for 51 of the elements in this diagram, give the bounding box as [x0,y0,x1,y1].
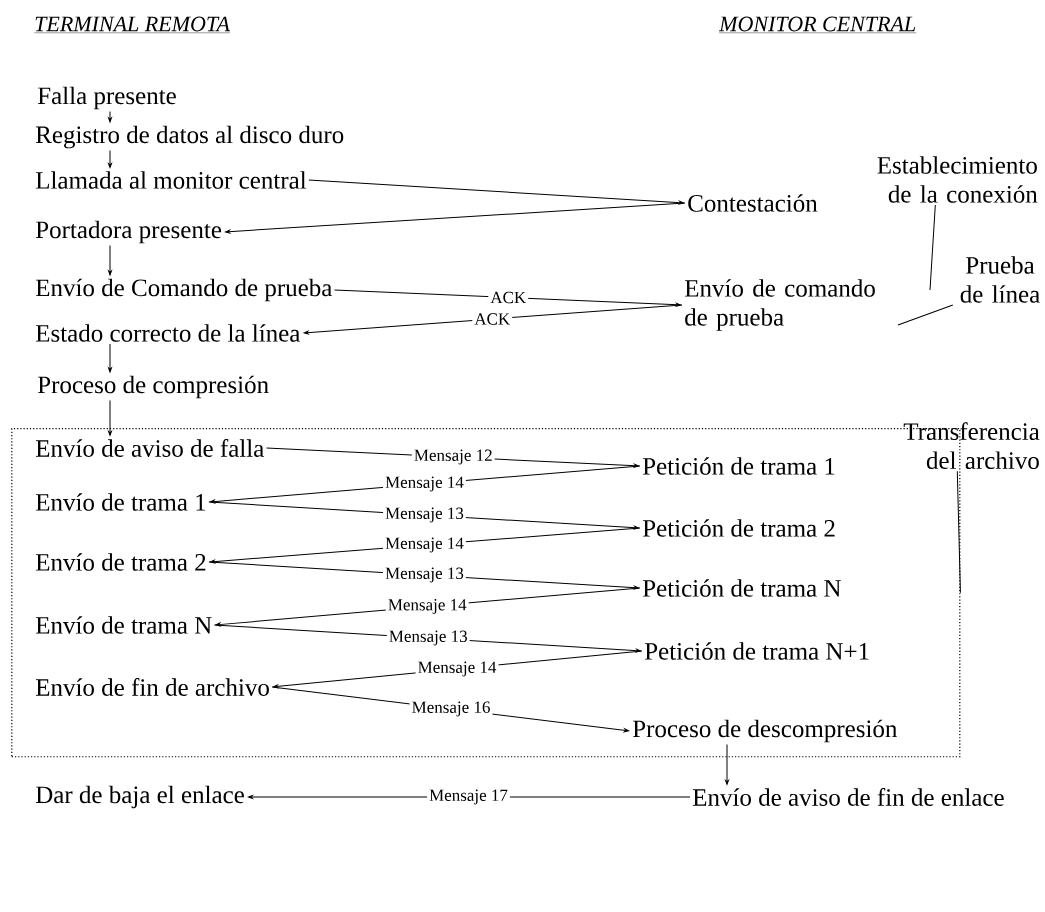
step-text: Envío de comando de prueba [684,279,875,331]
column-heading: TERMINAL REMOTA [34,16,231,33]
edge-label: Mensaje 13 [383,565,466,585]
step-text: Envío de aviso de falla [35,439,264,457]
arrow [108,343,112,373]
step-text: Falla presente [37,86,176,110]
step-text: Portadora presente [35,220,222,244]
arrow [108,400,112,436]
arrow [108,150,112,168]
note-text: Establecimiento de la conexión [877,156,1038,203]
edge-label: Mensaje 14 [415,659,499,679]
step-text: Dar de baja el enlace [35,785,244,809]
leader-line [929,204,936,291]
step-text: Petición de trama N [642,579,841,597]
arrow [308,179,684,205]
leader-line [956,470,961,594]
edge-label: Mensaje 14 [385,597,469,616]
step-text: Proceso de compresión [37,375,269,399]
edge-label: Mensaje 13 [383,505,466,525]
step-text: Petición de trama 1 [642,457,835,475]
arrow [725,744,729,785]
step-text: Envío de fin de archivo [35,678,269,696]
leader-line [897,304,954,326]
edge-label: Mensaje 14 [383,535,466,555]
step-text: Estado correcto de la línea [35,324,301,342]
arrow [303,304,683,335]
step-text: Llamada al monitor central [35,171,307,189]
edge-label: Mensaje 14 [383,474,466,494]
step-text: Envío de aviso de fin de enlace [692,788,1004,806]
step-text: Envío de trama 2 [35,553,206,571]
edge-label: Mensaje 17 [427,787,510,807]
step-text: Envío de trama 1 [35,493,206,511]
arrow [225,202,686,234]
edge-label: Mensaje 13 [386,628,470,648]
step-text: Petición de trama 2 [642,519,835,537]
step-text: Contestación [688,194,818,212]
step-text: Petición de trama N+1 [644,642,869,660]
edge-label: Mensaje 12 [411,447,495,467]
note-text: Transferencia del archivo [903,422,1040,470]
step-text: Envío de Comando de prueba [35,278,333,302]
edge-label: ACK [488,289,529,306]
arrow [334,289,681,307]
arrow [108,111,112,123]
step-text: Envío de trama N [35,616,212,634]
note-text: Prueba de línea [960,256,1040,303]
arrow [108,245,112,276]
step-text: Registro de datos al disco duro [35,125,344,149]
edge-label: Mensaje 16 [409,699,493,719]
step-text: Proceso de descompresión [632,719,898,743]
edge-label: ACK [472,311,513,327]
column-heading: MONITOR CENTRAL [718,16,917,33]
